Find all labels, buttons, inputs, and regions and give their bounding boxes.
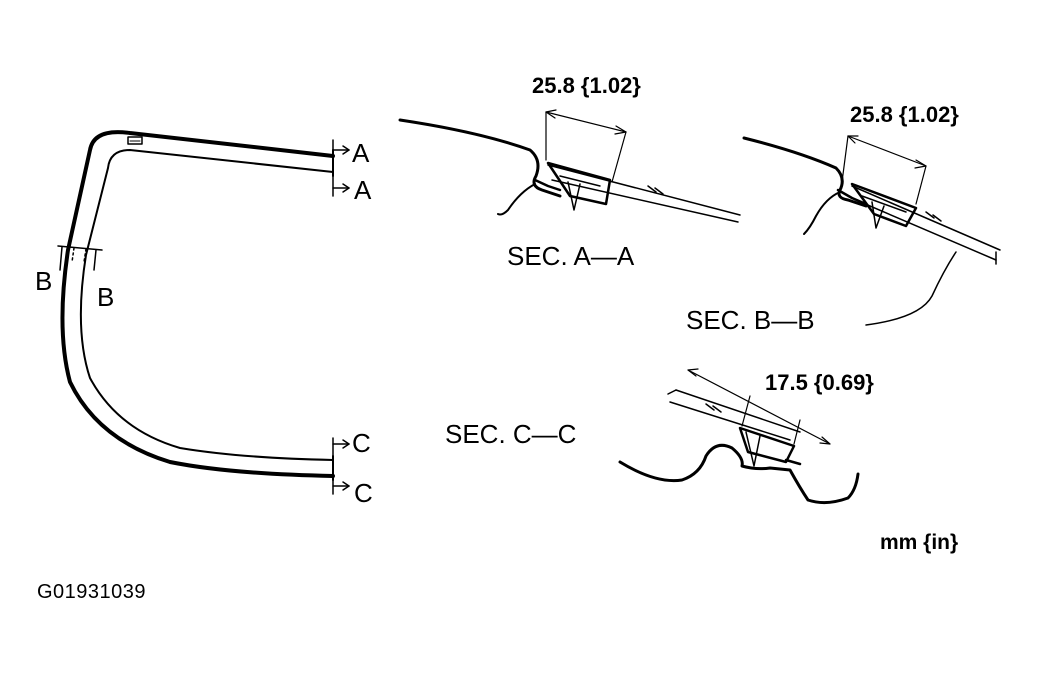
section-mark-c-lower: C	[354, 478, 373, 508]
section-b-drawing	[742, 135, 1001, 326]
section-mark-a-lower: A	[354, 175, 372, 205]
section-b-title: SEC. B—B	[686, 305, 815, 335]
section-a-drawing	[398, 109, 741, 223]
section-c-title: SEC. C—C	[445, 419, 577, 449]
section-mark-b-left: B	[35, 266, 53, 296]
section-a-indicators	[332, 139, 350, 197]
figure-code: G01931039	[37, 581, 147, 603]
section-b-indicators	[57, 245, 103, 271]
units-label: mm {in}	[880, 531, 959, 554]
section-mark-b-right: B	[97, 282, 115, 312]
section-c-indicators	[332, 437, 350, 495]
section-mark-c-upper: C	[352, 428, 371, 458]
section-c-dimension: 17.5 {0.69}	[765, 370, 874, 395]
section-c-drawing	[618, 368, 860, 505]
section-a-dimension: 25.8 {1.02}	[532, 73, 641, 98]
section-b-dimension: 25.8 {1.02}	[850, 102, 959, 127]
section-a-title: SEC. A—A	[507, 241, 635, 271]
section-mark-a-upper: A	[352, 138, 370, 168]
